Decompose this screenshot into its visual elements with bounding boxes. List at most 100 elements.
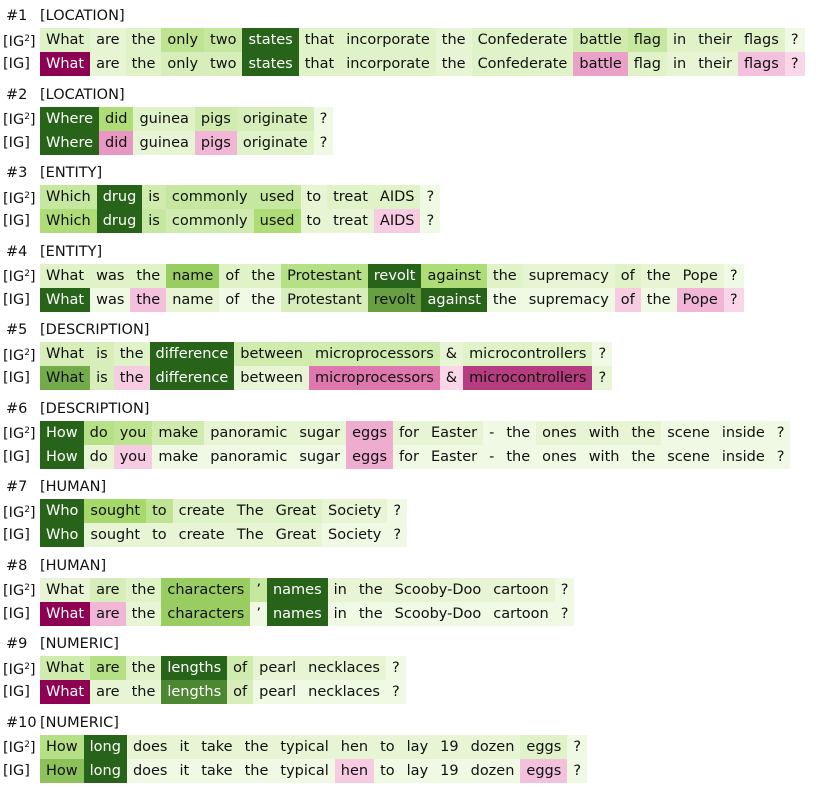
token-cell: Easter	[425, 445, 483, 469]
method-name: IG	[9, 505, 25, 521]
token-cell: Pope	[677, 264, 724, 288]
token-cell: Great	[270, 523, 322, 547]
method-label: [IG2]	[0, 733, 40, 760]
token-cell: supremacy	[523, 288, 615, 312]
token-cell: sugar	[293, 421, 346, 445]
example-header: #9[NUMERIC]	[0, 632, 831, 656]
token-cell: commonly	[166, 209, 254, 233]
token-cell: cartoon	[487, 578, 554, 602]
method-label: [IG2]	[0, 576, 40, 603]
token-cell: drug	[97, 185, 143, 209]
token-cell: the	[641, 288, 677, 312]
token-cell: the	[126, 602, 162, 626]
token-cell: of	[615, 288, 641, 312]
token-cell: ?	[314, 131, 334, 155]
method-superscript: 2	[24, 112, 30, 122]
token-cell: their	[692, 52, 738, 76]
token-cell: revolt	[368, 288, 422, 312]
token-cell: in	[328, 602, 353, 626]
token-cell: Where	[40, 107, 99, 131]
token-cell: the	[245, 264, 281, 288]
token-cell: hen	[335, 759, 374, 783]
method-name: IG	[9, 112, 25, 128]
token-cell: ’	[250, 578, 267, 602]
token-cell: the	[436, 28, 472, 52]
token-cell: ?	[724, 288, 744, 312]
method-label: [IG2]	[0, 184, 40, 211]
token-cell: that	[299, 52, 340, 76]
token-cell: ?	[420, 209, 440, 233]
example-class-label: [HUMAN]	[40, 558, 106, 574]
token-cell: the	[239, 759, 275, 783]
token-cell: How	[40, 445, 84, 469]
method-label: [IG2]	[0, 105, 40, 132]
token-cell: sugar	[293, 445, 346, 469]
method-name: IG	[9, 213, 25, 229]
token-cell: scene	[661, 445, 716, 469]
token-cell: supremacy	[523, 264, 615, 288]
token-cell: you	[114, 445, 153, 469]
token-cell: -	[483, 421, 500, 445]
token-cell: ?	[785, 28, 805, 52]
token-cell: panoramic	[204, 421, 293, 445]
token-cell: ?	[314, 107, 334, 131]
token-cell: against	[421, 264, 486, 288]
token-cell: to	[301, 209, 328, 233]
token-cell: the	[353, 578, 389, 602]
token-cell: that	[299, 28, 340, 52]
method-superscript: 2	[24, 662, 30, 672]
token-cell: pigs	[195, 131, 237, 155]
token-cell: does	[127, 759, 174, 783]
method-superscript: 2	[24, 426, 30, 436]
token-cell: two	[204, 28, 242, 52]
example-class-label: [LOCATION]	[40, 87, 125, 103]
token-cell: the	[245, 288, 281, 312]
token-cell: eggs	[520, 735, 567, 759]
token-cell: battle	[573, 28, 627, 52]
token-cell: was	[90, 264, 130, 288]
example-id: #10	[6, 711, 40, 735]
token-cell: do	[84, 445, 114, 469]
method-name: IG	[9, 292, 25, 308]
token-cell: ones	[536, 445, 583, 469]
method-superscript: 2	[24, 348, 30, 358]
token-cell: Protestant	[281, 288, 368, 312]
token-cell: eggs	[346, 445, 393, 469]
token-cell: typical	[274, 759, 334, 783]
token-cell: to	[374, 735, 401, 759]
method-name: IG	[9, 606, 25, 622]
token-cell: pearl	[253, 680, 302, 704]
token-cell: are	[90, 52, 125, 76]
token-cell: battle	[573, 52, 627, 76]
token-cell: make	[152, 445, 204, 469]
token-cell: Pope	[677, 288, 724, 312]
token-cell: is	[142, 209, 166, 233]
method-label: [IG]	[0, 602, 40, 626]
token-cell: What	[40, 680, 90, 704]
token-cell: Scooby-Doo	[389, 602, 488, 626]
method-name: IG	[9, 269, 25, 285]
token-cell: you	[114, 421, 153, 445]
token-cell: ?	[387, 499, 407, 523]
token-cell: AIDS	[374, 185, 421, 209]
token-cell: in	[328, 578, 353, 602]
token-cell: eggs	[346, 421, 393, 445]
